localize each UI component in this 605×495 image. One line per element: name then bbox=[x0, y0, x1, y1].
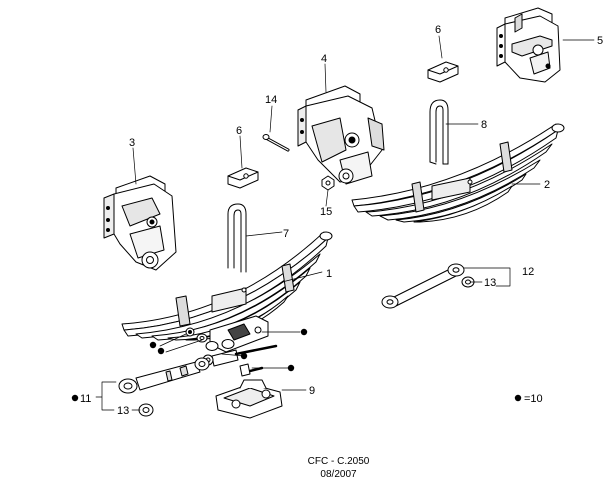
front-bracket-3 bbox=[103, 175, 177, 271]
callout-13-right: 13 bbox=[484, 277, 496, 289]
rear-leaf-spring-2 bbox=[351, 123, 565, 223]
callout-12: 12 bbox=[522, 266, 534, 278]
washer-and-nut-set bbox=[185, 327, 278, 377]
callout-6-left: 6 bbox=[236, 125, 242, 137]
legend-equals-10: =10 bbox=[524, 393, 543, 405]
callout-4: 4 bbox=[321, 53, 327, 65]
callout-2: 2 bbox=[544, 179, 550, 191]
central-bracket-4 bbox=[297, 85, 385, 185]
callout-1: 1 bbox=[326, 268, 332, 280]
callout-9: 9 bbox=[309, 385, 315, 397]
rear-bracket-5 bbox=[496, 7, 561, 83]
spacer-pad-6-left bbox=[227, 167, 259, 189]
callout-3: 3 bbox=[129, 137, 135, 149]
u-bolt-8 bbox=[429, 99, 449, 165]
nut-15 bbox=[321, 175, 335, 191]
callout-6-right: 6 bbox=[435, 24, 441, 36]
callout-5: 5 bbox=[597, 35, 603, 47]
torque-rod-11 bbox=[118, 357, 210, 417]
callout-labels: 1 2 3 4 5 6 6 7 8 9 11 12 13 13 14 15 =1… bbox=[80, 24, 603, 417]
callout-14: 14 bbox=[265, 94, 277, 106]
footer-code: CFC - C.2050 bbox=[307, 456, 370, 467]
spacer-pad-6-right bbox=[427, 61, 459, 83]
leader-lines bbox=[95, 35, 595, 411]
callout-15: 15 bbox=[320, 206, 332, 218]
callout-11: 11 bbox=[80, 393, 91, 405]
footer-date: 08/2007 bbox=[320, 469, 357, 480]
callout-8: 8 bbox=[481, 119, 487, 131]
bolt-14 bbox=[262, 134, 290, 152]
callout-13-left: 13 bbox=[117, 405, 129, 417]
spring-seat-9 bbox=[215, 379, 283, 419]
bullet-markers bbox=[71, 328, 522, 402]
torque-rod-12 bbox=[381, 263, 475, 309]
callout-7: 7 bbox=[283, 228, 289, 240]
u-bolt-7 bbox=[227, 203, 247, 273]
